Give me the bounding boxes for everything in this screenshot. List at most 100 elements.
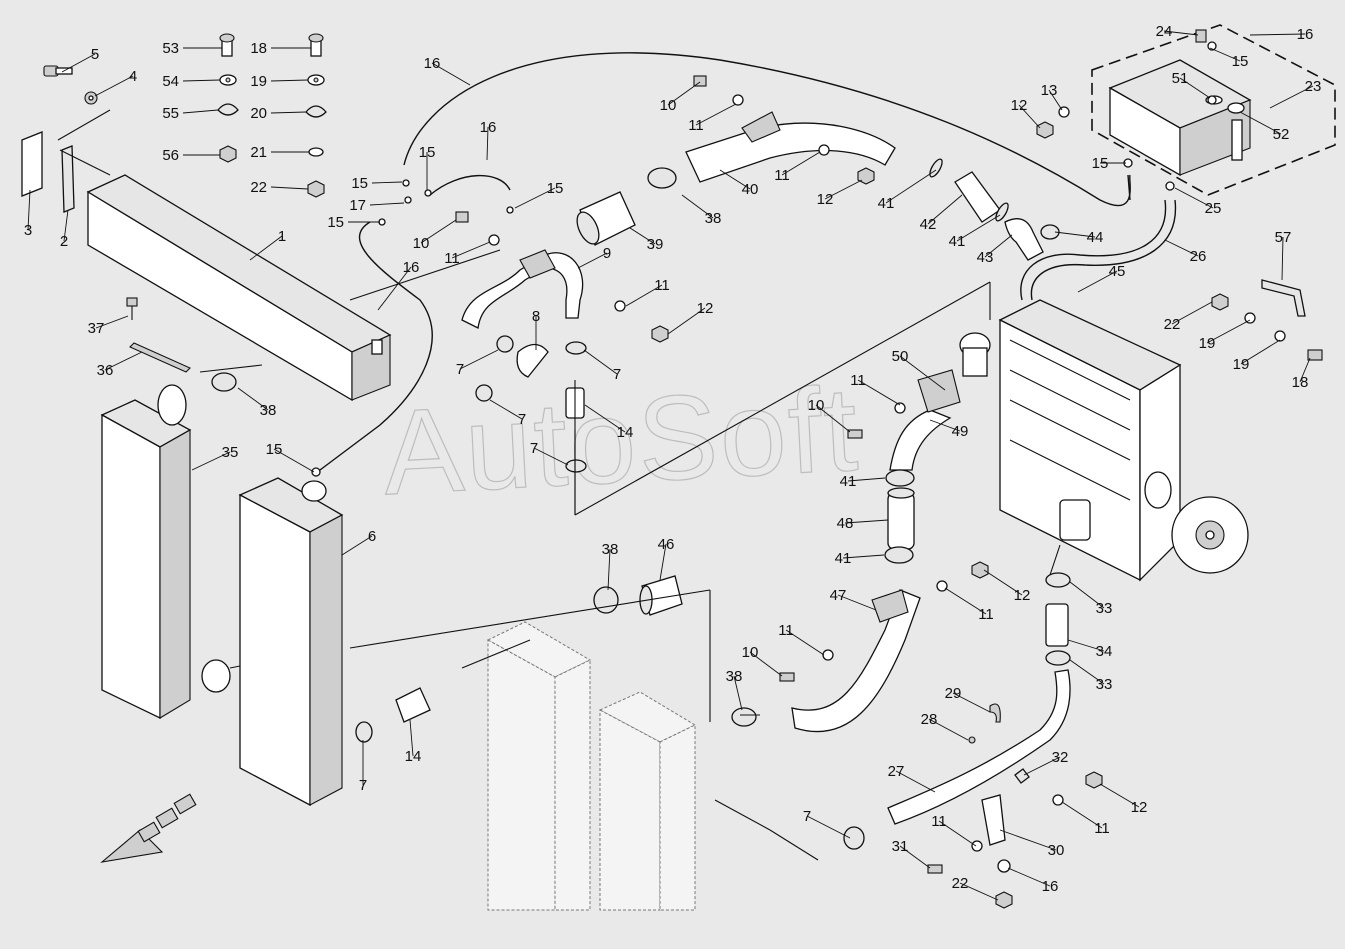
leader-line	[1174, 187, 1214, 209]
callout-number: 41	[835, 550, 852, 567]
leader-line	[1171, 301, 1213, 325]
leader-line	[431, 62, 471, 86]
callout-6: 6	[341, 528, 376, 556]
callout-22: 22	[952, 875, 999, 901]
callout-16: 16	[1007, 867, 1059, 895]
leader-line	[1067, 639, 1105, 652]
callout-7: 7	[583, 349, 621, 383]
callout-number: 3	[24, 222, 32, 239]
leader-line	[785, 629, 825, 656]
callout-number: 52	[1273, 126, 1290, 143]
hose-26	[1020, 199, 1177, 301]
leader-line	[899, 845, 931, 869]
callout-7: 7	[803, 808, 851, 839]
callout-33: 33	[1069, 581, 1112, 617]
callout-number: 26	[1190, 248, 1207, 265]
callout-number: 49	[952, 423, 969, 440]
callout-32: 32	[1023, 749, 1069, 776]
callout-38: 38	[726, 668, 743, 711]
callout-10: 10	[742, 644, 783, 677]
callout-57: 57	[1275, 229, 1291, 281]
leader-line	[1164, 239, 1199, 257]
callout-number: 10	[808, 397, 825, 414]
callout-18: 18	[250, 40, 311, 57]
callout-number: 22	[952, 875, 969, 892]
callout-49: 49	[929, 419, 969, 440]
leader-line	[1077, 270, 1118, 293]
callout-number: 14	[617, 424, 634, 441]
leader-line	[815, 404, 851, 433]
assembly-lines	[57, 109, 1061, 861]
callout-number: 45	[1109, 263, 1126, 280]
callout-26: 26	[1164, 239, 1207, 265]
callout-38: 38	[237, 387, 276, 419]
callout-41: 41	[878, 169, 937, 212]
leader-line	[837, 594, 877, 611]
callout-11: 11	[1061, 801, 1110, 837]
callout-number: 38	[726, 668, 743, 685]
leader-line	[371, 181, 403, 184]
callout-16: 16	[424, 55, 471, 86]
leader-line	[104, 351, 143, 371]
callout-28: 28	[921, 711, 969, 741]
callout-18: 18	[1292, 357, 1311, 391]
callout-50: 50	[892, 348, 946, 391]
callout-12: 12	[817, 179, 863, 208]
callout-22: 22	[1164, 301, 1213, 333]
leader-line	[1281, 236, 1284, 281]
callout-number: 24	[1156, 23, 1173, 40]
leader-line	[719, 169, 751, 190]
hose-48	[887, 487, 915, 550]
leader-line	[895, 770, 936, 793]
leader-line	[61, 53, 96, 73]
callout-34: 34	[1067, 639, 1113, 660]
callout-16: 16	[377, 259, 419, 311]
leader-line	[1163, 30, 1199, 36]
callout-number: 34	[1096, 643, 1113, 660]
callout-36: 36	[97, 351, 143, 379]
callout-11: 11	[774, 151, 821, 184]
callout-number: 36	[97, 362, 114, 379]
hose-34	[1045, 603, 1069, 647]
callout-20: 20	[250, 105, 307, 122]
leader-line	[806, 815, 851, 839]
leader-line	[1023, 756, 1061, 776]
bolt-5	[43, 65, 73, 77]
callout-35: 35	[191, 444, 238, 471]
callout-number: 17	[349, 197, 366, 214]
hose-46	[639, 575, 683, 616]
leader-line	[27, 189, 31, 231]
callout-33: 33	[1069, 659, 1112, 693]
callout-45: 45	[1077, 263, 1126, 293]
callout-number: 44	[1087, 229, 1104, 246]
callout-23: 23	[1269, 78, 1321, 109]
callout-14: 14	[405, 719, 421, 765]
callout-1: 1	[249, 228, 286, 261]
leader-line	[583, 349, 618, 375]
callout-52: 52	[1239, 111, 1290, 143]
callout-14: 14	[584, 404, 634, 441]
callout-number: 11	[931, 813, 947, 830]
leader-line	[1179, 77, 1211, 99]
callout-number: 16	[1042, 878, 1059, 895]
callout-number: 22	[250, 179, 267, 196]
callout-number: 10	[660, 97, 677, 114]
callout-number: 55	[162, 105, 179, 122]
callout-number: 4	[129, 68, 137, 85]
callout-54: 54	[162, 73, 221, 90]
leader-line	[928, 718, 969, 741]
callout-number: 12	[817, 191, 834, 208]
callout-number: 41	[840, 473, 857, 490]
radiator-tank-1	[86, 174, 392, 402]
callout-19: 19	[250, 73, 309, 90]
callout-10: 10	[808, 397, 851, 433]
callout-10: 10	[413, 219, 457, 252]
callout-number: 32	[1052, 749, 1069, 766]
callout-56: 56	[162, 147, 220, 164]
leader-line	[191, 451, 231, 471]
leader-line	[956, 214, 1001, 242]
leader-line	[927, 194, 963, 225]
leader-line	[63, 209, 69, 242]
callout-number: 29	[945, 685, 962, 702]
